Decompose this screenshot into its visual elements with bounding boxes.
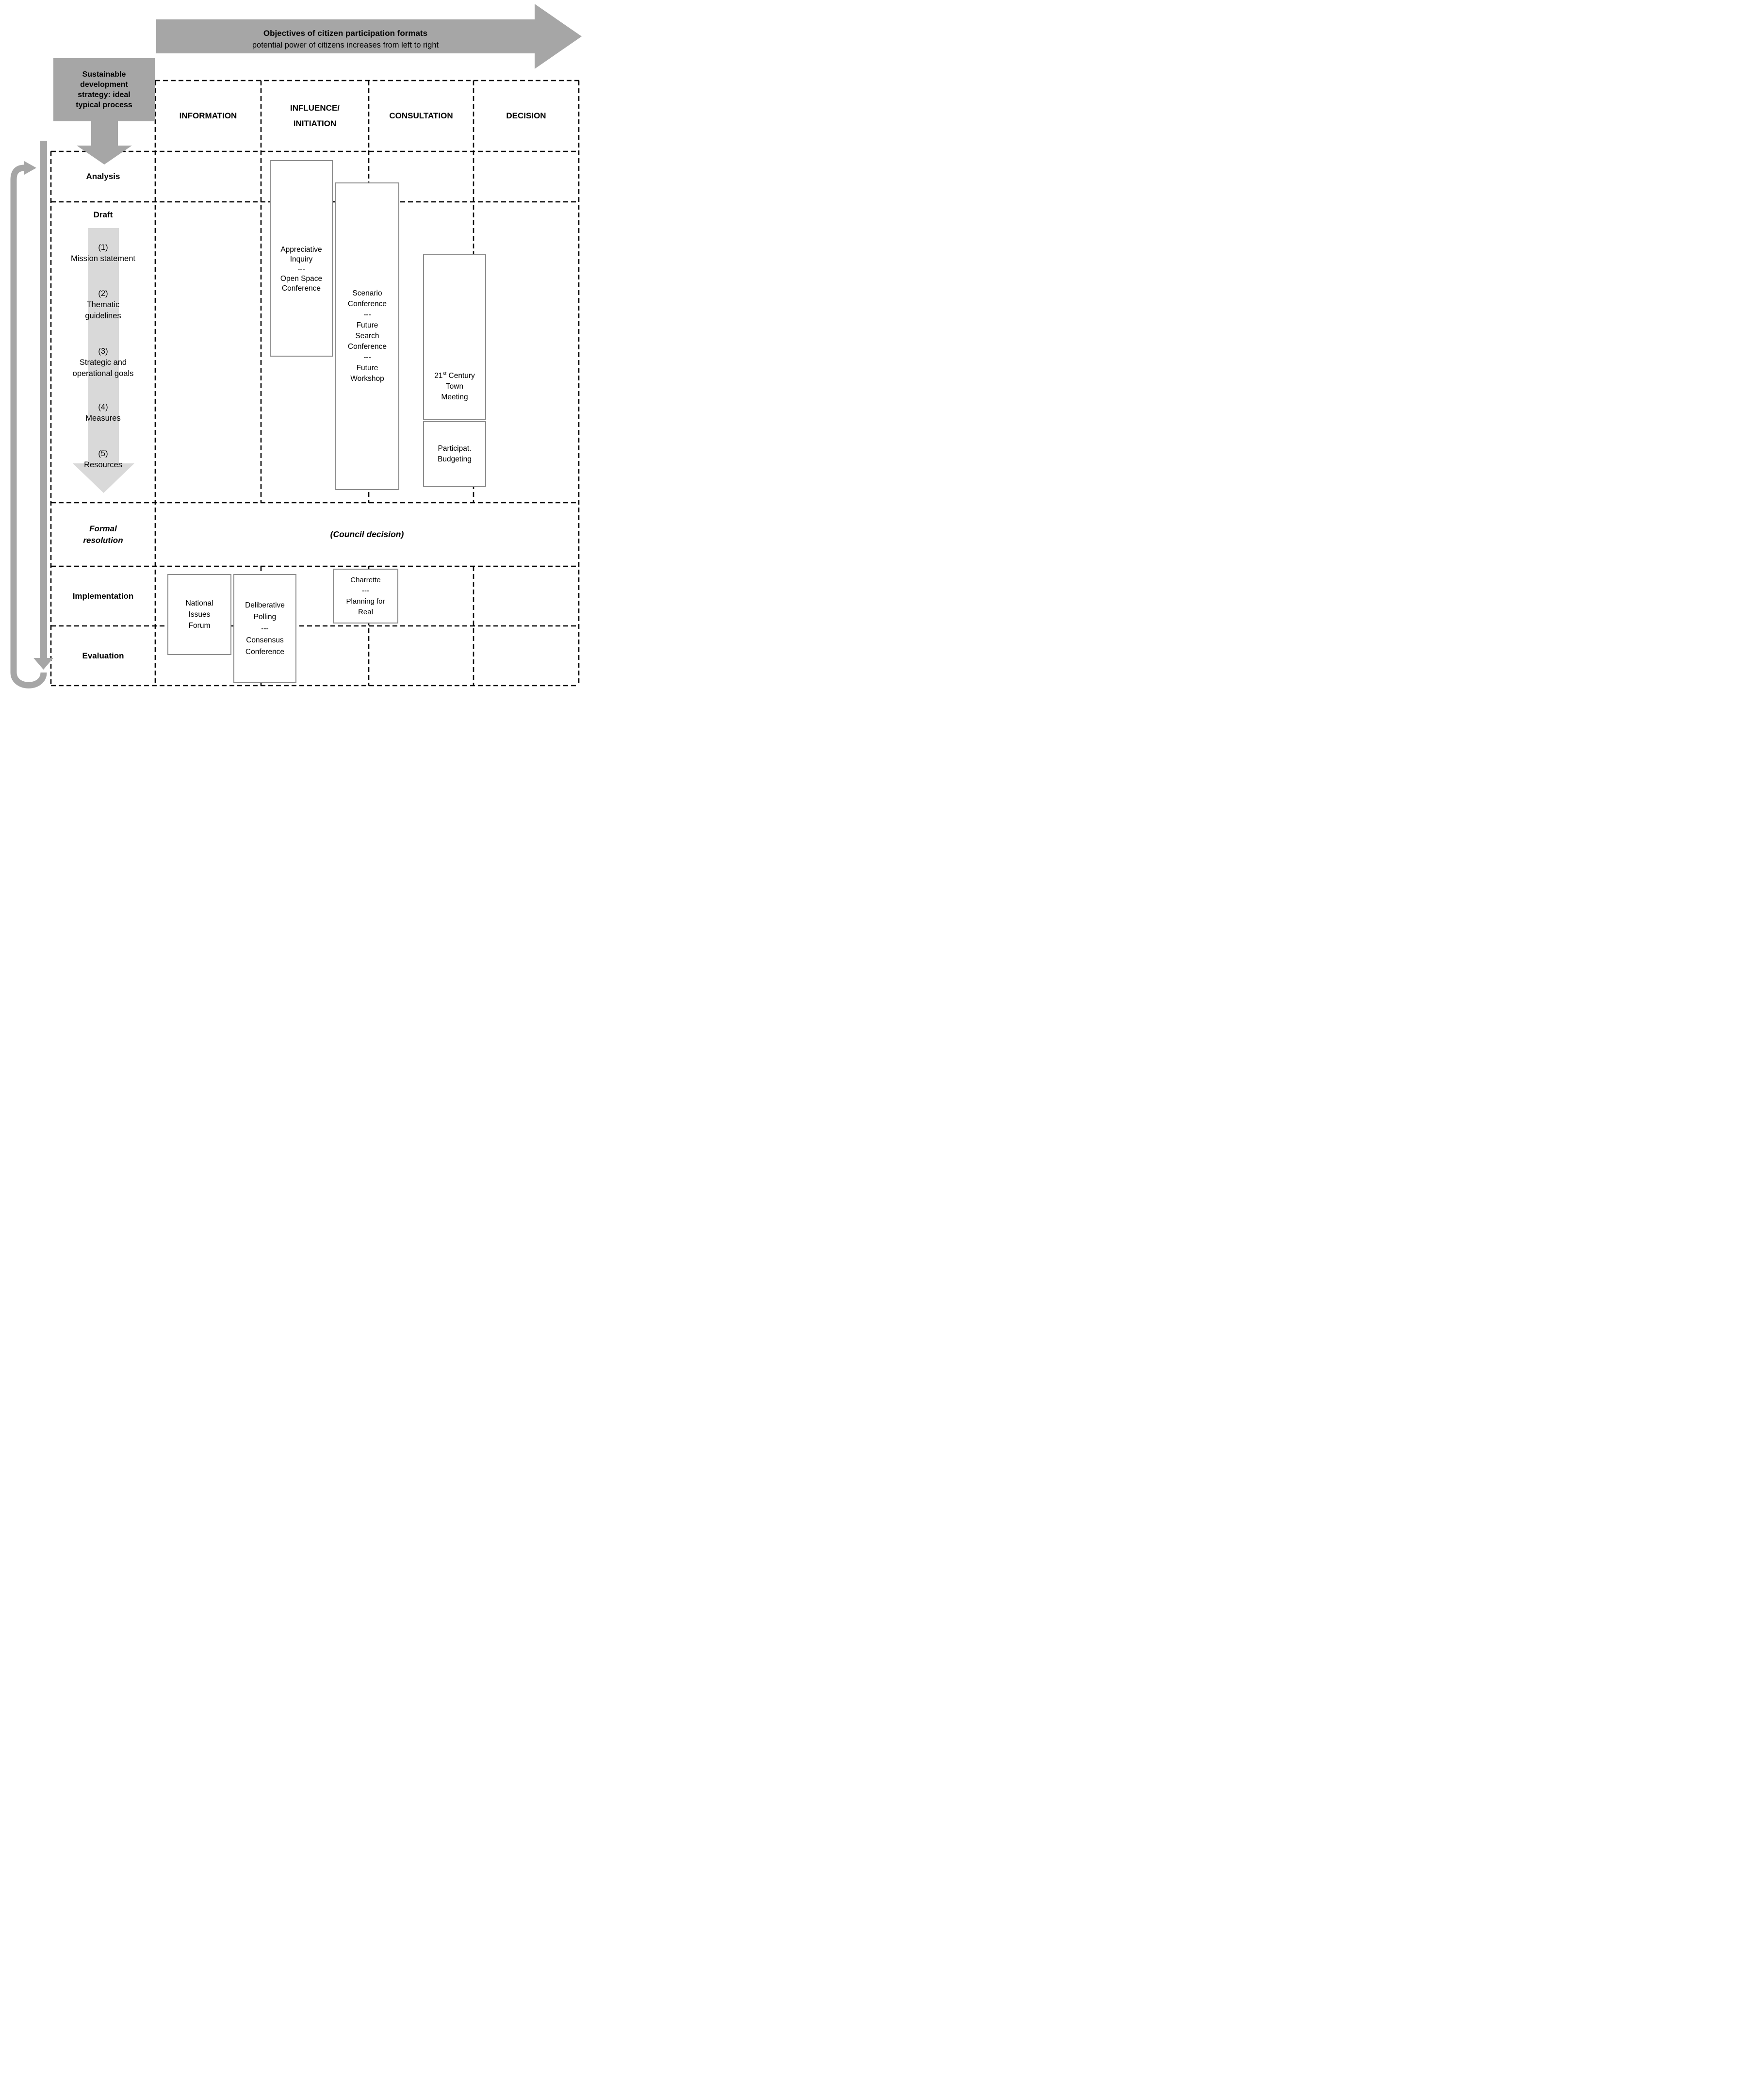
process-box-label: Sustainable development strategy: ideal … <box>76 70 132 109</box>
diagram-canvas: Objectives of citizen participation form… <box>0 0 583 700</box>
format-box-label: Appreciative Inquiry --- Open Space Conf… <box>280 246 323 293</box>
draft-item-thematic-guidelines: (2) Thematic guidelines <box>85 289 121 320</box>
format-box-scenario-future-conferences: Scenario Conference --- Future Search Co… <box>335 182 399 490</box>
row-label-analysis: Analysis <box>86 172 120 181</box>
town-meeting-ordinal-suffix: st <box>442 371 447 377</box>
feedback-loop-arrow <box>10 164 47 689</box>
format-box-participatory-budgeting: Participat. Budgeting <box>423 421 486 487</box>
draft-item-mission-statement: (1) Mission statement <box>71 243 135 263</box>
column-header-consultation: CONSULTATION <box>389 111 453 120</box>
process-box-shape <box>53 58 155 121</box>
format-box-label: Charrette --- Planning for Real <box>346 575 385 616</box>
draft-sequence-down-arrow <box>73 228 134 493</box>
process-flow-down-arrow <box>33 141 53 670</box>
objectives-right-arrow <box>156 4 582 69</box>
format-box-deliberative-polling-consensus: Deliberative Polling --- Consensus Confe… <box>233 574 296 683</box>
row-label-evaluation: Evaluation <box>82 651 124 660</box>
town-meeting-line2: Town <box>445 382 464 391</box>
format-box-label: Scenario Conference --- Future Search Co… <box>347 289 387 383</box>
format-box-label: Deliberative Polling --- Consensus Confe… <box>245 601 285 656</box>
row-label-formal-resolution: Formal resolution <box>83 524 123 545</box>
format-box-charrette-planning-for-real: Charrette --- Planning for Real <box>333 569 398 623</box>
diagram-artwork <box>10 4 582 689</box>
draft-item-resources: (5) Resources <box>84 449 122 469</box>
column-header-decision: DECISION <box>506 111 546 120</box>
council-decision-note: (Council decision) <box>330 529 404 539</box>
column-header-influence-initiation: INFLUENCE/ INITIATION <box>290 103 340 128</box>
town-meeting-line3: Meeting <box>441 393 468 401</box>
draft-item-strategic-operational-goals: (3) Strategic and operational goals <box>72 346 134 378</box>
draft-item-measures: (4) Measures <box>85 403 121 423</box>
town-meeting-number: 21 <box>434 372 443 380</box>
format-box-appreciative-inquiry: Appreciative Inquiry --- Open Space Conf… <box>270 160 333 357</box>
row-label-implementation: Implementation <box>72 591 134 601</box>
process-down-arrow <box>77 121 132 164</box>
row-label-draft: Draft <box>93 210 113 219</box>
format-box-national-issues-forum: National Issues Forum <box>167 574 231 655</box>
objectives-arrow-title: Objectives of citizen participation form… <box>263 29 428 38</box>
feedback-loop-arrowhead <box>24 161 36 175</box>
format-box-label: National Issues Forum <box>185 599 213 630</box>
objectives-arrow-subtitle: potential power of citizens increases fr… <box>252 40 439 49</box>
column-header-information: INFORMATION <box>179 111 237 120</box>
format-box-label: Participat. Budgeting <box>438 444 472 463</box>
town-meeting-century: Century <box>446 372 475 380</box>
